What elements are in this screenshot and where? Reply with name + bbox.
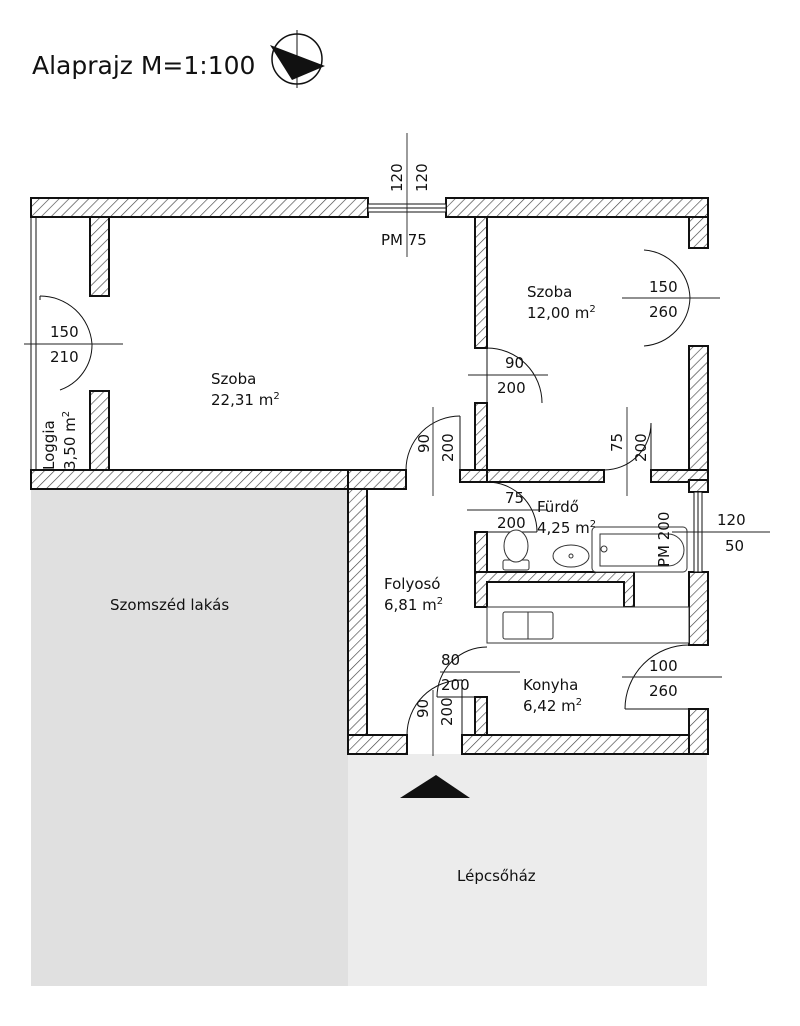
dim-door-kitchen-out-h: 260 [649, 682, 678, 700]
stairwell-label: Lépcsőház [457, 867, 536, 885]
svg-text:3,50 m2: 3,50 m2 [61, 411, 79, 470]
svg-text:6,81 m2: 6,81 m2 [384, 596, 443, 614]
dim-window-bath-pm: PM 200 [655, 512, 673, 567]
dim-window-bath-h: 50 [725, 537, 744, 555]
svg-text:6,42 m2: 6,42 m2 [523, 697, 582, 715]
svg-text:12,00 m2: 12,00 m2 [527, 304, 596, 322]
dim-door-between-h: 200 [497, 379, 526, 397]
svg-text:22,31 m2: 22,31 m2 [211, 391, 280, 409]
dim-door-between-w: 90 [505, 354, 524, 372]
svg-text:4,25 m2: 4,25 m2 [537, 519, 596, 537]
dim-door-room2-w: 150 [649, 278, 678, 296]
dim-door-loggia-h: 210 [50, 348, 79, 366]
svg-text:Folyosó: Folyosó [384, 575, 440, 593]
svg-text:Szoba: Szoba [211, 370, 256, 388]
dim-door-loggia-w: 150 [50, 323, 79, 341]
dim-door-corr-room2-h: 200 [632, 433, 650, 462]
dim-door-corr-room1-w: 90 [415, 434, 433, 453]
svg-text:Konyha: Konyha [523, 676, 578, 694]
dim-window-bath-w: 120 [717, 511, 746, 529]
dim-door-bath-h: 200 [497, 514, 526, 532]
dim-door-kitchen-h: 200 [441, 676, 470, 694]
dimension-lines [24, 133, 770, 756]
north-arrow-icon [270, 30, 325, 88]
neighbour-apartment-zone [31, 490, 348, 986]
room-label-room1: Szoba 22,31 m2 [211, 370, 280, 409]
svg-text:Fürdő: Fürdő [537, 498, 579, 516]
dim-door-kitchen-out-w: 100 [649, 657, 678, 675]
dim-window-top-a: 120 [388, 163, 406, 192]
stairwell-zone [348, 754, 707, 986]
dim-door-bath-w: 75 [505, 489, 524, 507]
dim-door-kitchen-w: 80 [441, 651, 460, 669]
room-label-room2: Szoba 12,00 m2 [527, 283, 596, 322]
kitchen-fixtures [486, 606, 690, 644]
room-label-kitchen: Konyha 6,42 m2 [523, 676, 582, 715]
dim-door-entry-w: 90 [414, 699, 432, 718]
dim-door-entry-h: 200 [438, 697, 456, 726]
dim-window-top-pm: PM 75 [381, 231, 427, 249]
doors [39, 249, 691, 736]
dim-window-top-b: 120 [413, 163, 431, 192]
bathroom-fixtures [502, 526, 688, 573]
dim-door-corr-room1-h: 200 [439, 433, 457, 462]
room-label-loggia: Loggia 3,50 m2 [40, 411, 79, 470]
svg-text:Szoba: Szoba [527, 283, 572, 301]
neighbour-apartment-label: Szomszéd lakás [110, 596, 229, 614]
svg-text:Loggia: Loggia [40, 420, 58, 470]
dim-door-room2-h: 260 [649, 303, 678, 321]
entrance-arrow-icon [400, 775, 470, 798]
page-title: Alaprajz M=1:100 [32, 51, 255, 80]
dim-door-corr-room2-w: 75 [608, 433, 626, 452]
room-label-bathroom: Fürdő 4,25 m2 [537, 498, 596, 537]
room-label-corridor: Folyosó 6,81 m2 [384, 575, 443, 614]
